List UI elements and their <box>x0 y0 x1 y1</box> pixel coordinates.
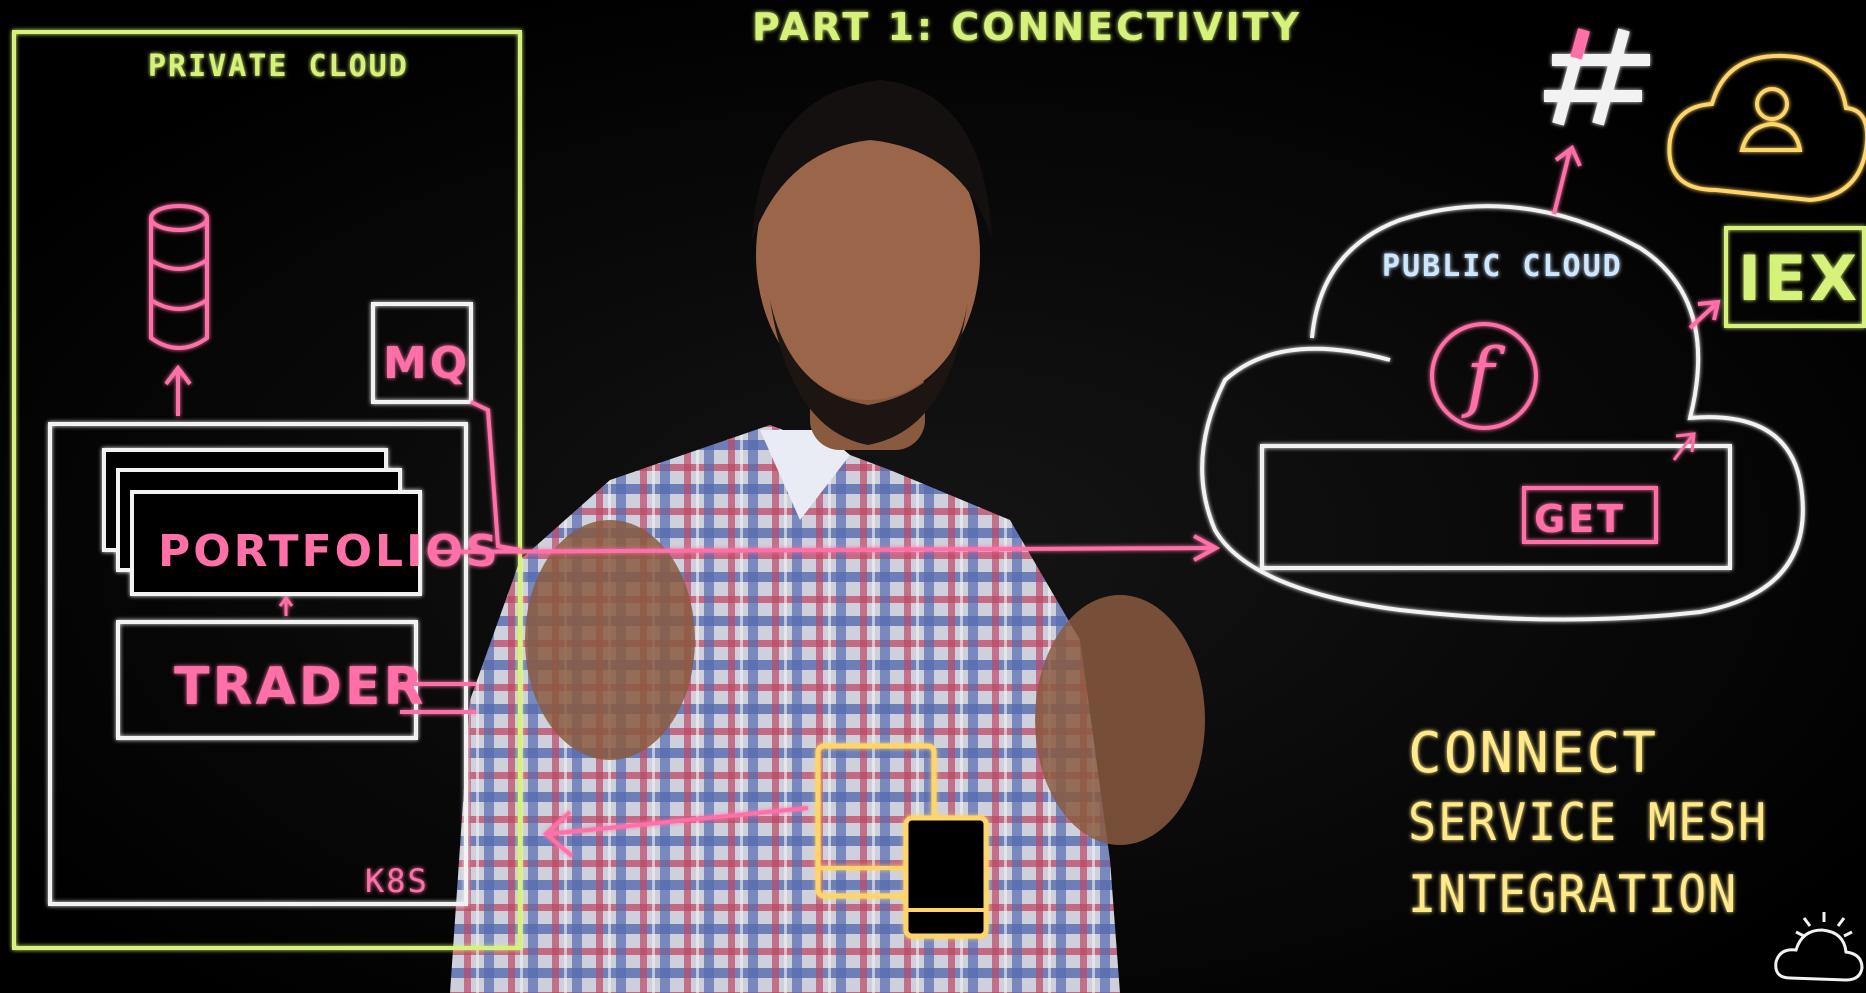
note-line-3: INTEGRATION <box>1408 865 1738 925</box>
private-cloud-label: PRIVATE CLOUD <box>148 49 409 84</box>
presenter-hair <box>752 80 992 240</box>
note-line-2: SERVICE MESH <box>1408 793 1768 853</box>
phone-icon <box>903 815 989 939</box>
ibm-cloud-icon <box>1774 912 1864 982</box>
arrow-to-iex <box>1688 299 1721 330</box>
trader-label: TRADER <box>174 657 426 717</box>
private-to-public-arrow <box>427 400 1221 562</box>
note-line-1: CONNECT <box>1408 721 1658 786</box>
trader-box <box>116 620 418 740</box>
function-circle <box>1430 322 1538 430</box>
api-gateway-box <box>1260 444 1732 570</box>
presenter-hand-left <box>525 520 695 760</box>
public-cloud-label: PUBLIC CLOUD <box>1382 249 1623 284</box>
mobile-clients <box>542 743 989 939</box>
presenter-beard <box>770 300 968 445</box>
public-cloud-outline <box>1200 204 1805 622</box>
iex-label: IEX <box>1738 242 1860 315</box>
arrow-to-cloud-edge <box>1672 432 1696 461</box>
external-services: IEX <box>1544 28 1866 330</box>
mq-label: MQ <box>383 338 470 389</box>
k8s-cluster-box <box>48 422 468 906</box>
portfolios-stack <box>102 448 422 596</box>
presenter-hand-right <box>1035 595 1205 845</box>
hashtag-icon <box>1544 28 1650 126</box>
diagram-title: PART 1: CONNECTIVITY <box>752 5 1302 49</box>
presenter-collar <box>760 430 850 520</box>
presenter-head <box>756 110 980 400</box>
database-icon <box>149 204 209 350</box>
notes: CONNECT SERVICE MESH INTEGRATION <box>1408 721 1768 925</box>
mq-to-arrow-line <box>470 400 521 552</box>
iex-box <box>1724 226 1866 328</box>
arrow-to-hashtag <box>1552 144 1582 215</box>
k8s-label: K8S <box>365 862 429 900</box>
get-label: GET <box>1534 497 1626 541</box>
trader-connector-lines <box>400 682 476 714</box>
private-cloud: PRIVATE CLOUD MQ K8S PORTFOLIOS TRADER <box>12 30 522 950</box>
portfolios-box <box>130 490 422 596</box>
arrow-devices-to-private <box>542 806 809 858</box>
mq-box <box>371 302 473 404</box>
get-box <box>1522 486 1658 544</box>
private-cloud-border <box>12 30 522 950</box>
arrow-trader-to-portfolios <box>278 595 294 616</box>
arrow-to-database <box>164 364 192 416</box>
